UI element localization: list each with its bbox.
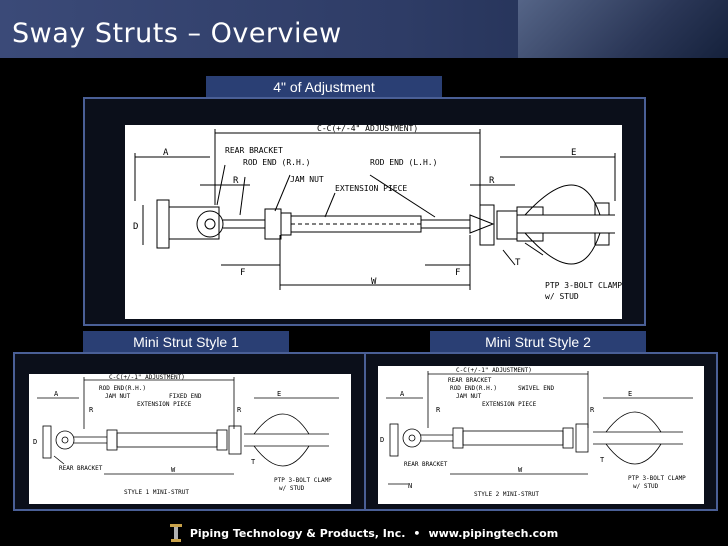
mini1-jam-nut: JAM NUT bbox=[105, 393, 131, 400]
mini1-extension-piece: EXTENSION PIECE bbox=[137, 401, 192, 408]
dim-e: E bbox=[571, 148, 576, 158]
mini1-rod-end: ROD END(R.H.) bbox=[99, 385, 146, 392]
extension-piece-label: EXTENSION PIECE bbox=[335, 184, 407, 193]
mini2-dim-w: W bbox=[518, 466, 523, 474]
mini2-clamp-label2: w/ STUD bbox=[633, 483, 659, 490]
mini-strut-style2-svg: C-C(+/-1" ADJUSTMENT) REAR BRACKET ROD E… bbox=[380, 367, 693, 498]
mini2-rod-end: ROD END(R.H.) bbox=[450, 385, 497, 392]
footer: Piping Technology & Products, Inc. • www… bbox=[0, 520, 728, 546]
dim-d: D bbox=[133, 222, 138, 232]
clamp-label-line1: PTP 3-BOLT CLAMP bbox=[545, 281, 622, 290]
rear-bracket-label: REAR BRACKET bbox=[225, 146, 283, 155]
mini-strut-style1-caption: Mini Strut Style 1 bbox=[83, 331, 289, 353]
mini2-dim-d: D bbox=[380, 436, 384, 444]
mini2-dim-a: A bbox=[400, 390, 405, 398]
mini-strut-style2-drawing: C-C(+/-1" ADJUSTMENT) REAR BRACKET ROD E… bbox=[378, 366, 704, 504]
mini1-clamp-label1: PTP 3-BOLT CLAMP bbox=[274, 477, 332, 484]
mini2-swivel-end: SWIVEL END bbox=[518, 385, 555, 392]
mini1-fixed-end: FIXED END bbox=[169, 393, 202, 400]
mini2-rear-bracket: REAR BRACKET bbox=[404, 461, 448, 468]
mini1-dim-e: E bbox=[277, 390, 281, 398]
dim-a: A bbox=[163, 148, 169, 158]
rod-end-rh-label: ROD END (R.H.) bbox=[243, 158, 310, 167]
mini1-dim-w: W bbox=[171, 466, 176, 474]
page-title: Sway Struts – Overview bbox=[12, 18, 342, 49]
dim-r-left: R bbox=[233, 176, 239, 186]
mini2-dim-r-left: R bbox=[436, 406, 441, 414]
mini1-dim-d: D bbox=[33, 438, 37, 446]
mini2-dim-cc: C-C(+/-1" ADJUSTMENT) bbox=[456, 367, 532, 374]
dim-f-right: F bbox=[455, 268, 460, 278]
mini-strut-style1-svg: C-C(+/-1" ADJUSTMENT) ROD END(R.H.) JAM … bbox=[33, 374, 339, 496]
dim-t: T bbox=[515, 258, 521, 268]
mini2-extension-piece: EXTENSION PIECE bbox=[482, 401, 537, 408]
main-sway-strut-drawing: C-C(+/-4" ADJUSTMENT) REAR BRACKET ROD E… bbox=[133, 125, 622, 301]
mini2-style-label: STYLE 2 MINI-STRUT bbox=[474, 491, 539, 498]
mini1-style-label: STYLE 1 MINI-STRUT bbox=[124, 489, 189, 496]
mini1-dim-r-right: R bbox=[237, 406, 242, 414]
main-caption: 4" of Adjustment bbox=[206, 76, 442, 98]
mini1-dim-t: T bbox=[251, 458, 256, 466]
mini2-jam-nut: JAM NUT bbox=[456, 393, 482, 400]
mini1-clamp-label2: w/ STUD bbox=[279, 485, 305, 492]
company-logo-icon bbox=[169, 524, 182, 542]
mini2-dim-e: E bbox=[628, 390, 632, 398]
dim-cc-label: C-C(+/-4" ADJUSTMENT) bbox=[317, 125, 418, 133]
mini-strut-style1-panel: C-C(+/-1" ADJUSTMENT) ROD END(R.H.) JAM … bbox=[13, 352, 367, 511]
mini1-dim-cc: C-C(+/-1" ADJUSTMENT) bbox=[109, 374, 185, 381]
dim-f-left: F bbox=[240, 268, 245, 278]
mini-strut-style2-panel: C-C(+/-1" ADJUSTMENT) REAR BRACKET ROD E… bbox=[364, 352, 718, 511]
jam-nut-label: JAM NUT bbox=[290, 175, 324, 184]
dim-w: W bbox=[371, 277, 377, 287]
mini1-dim-a: A bbox=[54, 390, 59, 398]
mini2-dim-t: T bbox=[600, 456, 605, 464]
rod-end-lh-label: ROD END (L.H.) bbox=[370, 158, 437, 167]
title-bar: Sway Struts – Overview bbox=[0, 0, 728, 58]
mini2-dim-r-right: R bbox=[590, 406, 595, 414]
main-diagram-panel: C-C(+/-4" ADJUSTMENT) REAR BRACKET ROD E… bbox=[83, 97, 646, 326]
mini1-dim-r-left: R bbox=[89, 406, 94, 414]
mini2-dim-n: N bbox=[408, 482, 412, 490]
dim-r-right: R bbox=[489, 176, 495, 186]
mini2-clamp-label1: PTP 3-BOLT CLAMP bbox=[628, 475, 686, 482]
footer-company: Piping Technology & Products, Inc. bbox=[189, 526, 406, 540]
footer-website-link[interactable]: www.pipingtech.com bbox=[428, 526, 559, 540]
header-photo bbox=[518, 0, 728, 58]
clamp-label-line2: w/ STUD bbox=[545, 292, 579, 301]
mini-strut-style1-drawing: C-C(+/-1" ADJUSTMENT) ROD END(R.H.) JAM … bbox=[29, 374, 351, 504]
footer-separator: • bbox=[413, 526, 421, 540]
mini-strut-style2-caption: Mini Strut Style 2 bbox=[430, 331, 646, 353]
mini1-rear-bracket: REAR BRACKET bbox=[59, 465, 103, 472]
mini2-rear-bracket-top: REAR BRACKET bbox=[448, 377, 492, 384]
main-drawing: C-C(+/-4" ADJUSTMENT) REAR BRACKET ROD E… bbox=[125, 125, 622, 319]
